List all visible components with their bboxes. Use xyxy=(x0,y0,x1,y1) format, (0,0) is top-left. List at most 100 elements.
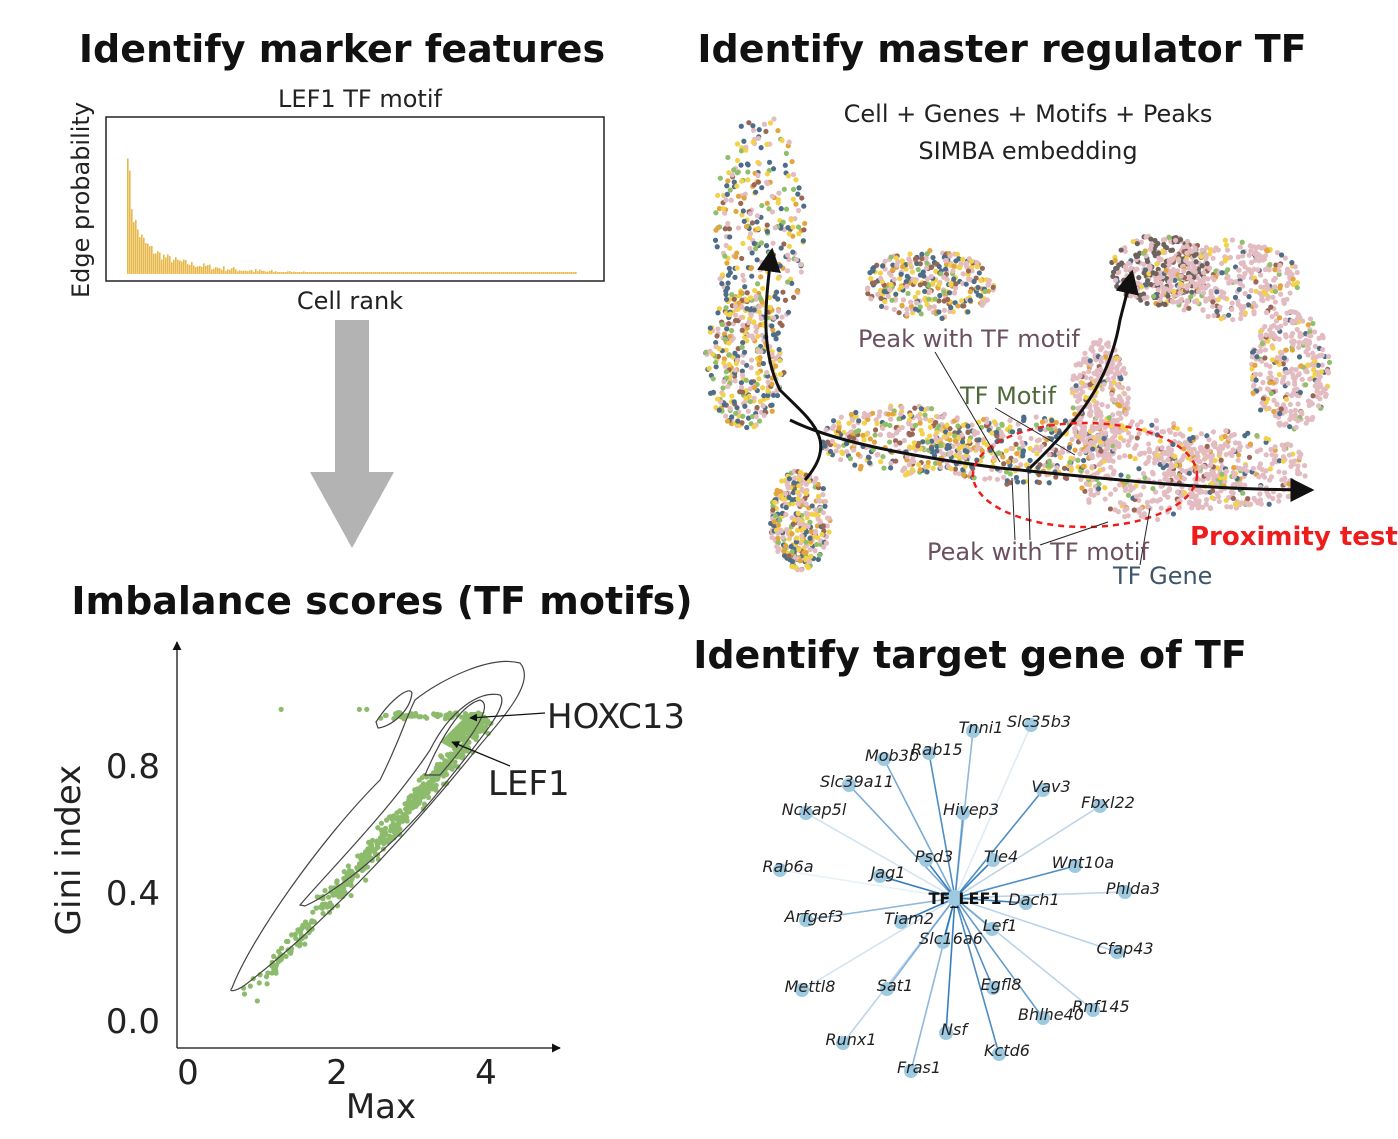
cell-point xyxy=(1107,452,1113,459)
edge-bar xyxy=(149,246,151,274)
cell-point xyxy=(748,379,754,385)
cell-point xyxy=(877,270,884,276)
gene-node[interactable] xyxy=(799,806,813,820)
gene-label: Nckap5l xyxy=(782,800,847,819)
gene-node[interactable] xyxy=(842,778,856,792)
cell-point xyxy=(1072,429,1078,435)
gene-node[interactable] xyxy=(992,1047,1006,1061)
edge-bar xyxy=(213,268,215,274)
cell-point xyxy=(1174,299,1181,306)
gene-node[interactable] xyxy=(1036,1011,1050,1025)
gene-node[interactable] xyxy=(894,915,908,929)
gene-node[interactable] xyxy=(985,922,999,936)
edge-bar xyxy=(541,272,543,274)
gene-node[interactable] xyxy=(986,853,1000,867)
gene-node[interactable] xyxy=(1019,896,1033,910)
cell-point xyxy=(1248,248,1254,254)
network-edge xyxy=(928,752,956,899)
gene-node[interactable] xyxy=(799,913,813,927)
cell-point xyxy=(1122,391,1128,397)
edge-bar xyxy=(241,270,243,274)
cell-point xyxy=(943,261,950,268)
gene-node[interactable] xyxy=(939,1026,953,1040)
gene-node[interactable] xyxy=(919,853,933,867)
cell-point xyxy=(707,348,713,354)
gene-node[interactable] xyxy=(1118,885,1132,899)
cell-point xyxy=(1272,275,1278,281)
tf-node[interactable] xyxy=(947,890,963,906)
cell-point xyxy=(742,284,748,290)
gene-node[interactable] xyxy=(1024,718,1038,732)
edge-bar xyxy=(433,272,435,274)
cell-point xyxy=(1169,298,1175,304)
cell-point xyxy=(938,442,944,449)
cell-point xyxy=(1073,362,1079,368)
cell-point xyxy=(1020,453,1026,459)
cell-point xyxy=(896,416,902,422)
cell-point xyxy=(1198,444,1204,450)
cell-point xyxy=(976,437,982,443)
cell-point xyxy=(1073,383,1079,389)
cell-point xyxy=(940,414,946,420)
cell-point xyxy=(876,413,882,419)
gene-node[interactable] xyxy=(904,1064,918,1078)
cell-point xyxy=(1280,402,1287,408)
cell-point xyxy=(727,333,733,340)
gene-node[interactable] xyxy=(880,982,894,996)
gene-node[interactable] xyxy=(1068,859,1082,873)
gene-node[interactable] xyxy=(1110,945,1124,959)
cell-point xyxy=(1231,447,1237,454)
edge-bar xyxy=(335,272,337,274)
cell-point xyxy=(789,558,796,565)
cell-point xyxy=(1218,488,1224,494)
cell-point xyxy=(1262,253,1269,259)
cell-point xyxy=(1097,439,1103,445)
edge-bar xyxy=(167,254,169,274)
gene-node[interactable] xyxy=(1036,783,1050,797)
edge-bar xyxy=(429,272,431,274)
motif-point xyxy=(358,856,364,862)
gene-label: Cfap43 xyxy=(1096,939,1153,958)
gene-label: Rnf145 xyxy=(1072,997,1129,1016)
motif-point xyxy=(359,861,365,867)
cell-point xyxy=(1186,470,1192,476)
motif-point xyxy=(452,759,458,765)
cell-point xyxy=(1044,437,1050,443)
cell-point xyxy=(922,412,928,418)
gene-node[interactable] xyxy=(956,806,970,820)
gene-node[interactable] xyxy=(986,981,1000,995)
cell-point xyxy=(1134,435,1140,441)
cell-point xyxy=(1311,362,1317,369)
cell-point xyxy=(1008,445,1014,452)
gene-node[interactable] xyxy=(773,863,787,877)
gene-node[interactable] xyxy=(966,724,980,738)
cell-point xyxy=(955,303,961,309)
cell-point xyxy=(893,291,899,297)
motif-point xyxy=(389,816,395,822)
cell-point xyxy=(1270,294,1276,300)
gene-node[interactable] xyxy=(936,935,950,949)
cell-point xyxy=(1235,457,1241,463)
cell-point xyxy=(1144,300,1150,307)
gene-node[interactable] xyxy=(836,1036,850,1050)
cell-point xyxy=(715,310,721,316)
gene-node[interactable] xyxy=(922,746,936,760)
cell-point xyxy=(1263,291,1269,297)
gene-node[interactable] xyxy=(1086,1003,1100,1017)
gene-label: Rab6a xyxy=(762,857,813,876)
motif-point xyxy=(383,831,389,837)
cell-point xyxy=(1116,370,1122,376)
gene-node[interactable] xyxy=(1093,799,1107,813)
edge-bar xyxy=(235,269,237,274)
cell-point xyxy=(900,264,906,270)
gene-node[interactable] xyxy=(795,983,809,997)
gene-node[interactable] xyxy=(877,752,891,766)
cell-point xyxy=(1166,471,1172,477)
gene-node[interactable] xyxy=(873,869,887,883)
cell-point xyxy=(799,195,805,201)
cell-point xyxy=(1083,374,1089,381)
cell-point xyxy=(815,516,821,522)
cell-point xyxy=(1242,310,1248,316)
cell-point xyxy=(1310,320,1316,327)
cell-point xyxy=(888,416,894,422)
